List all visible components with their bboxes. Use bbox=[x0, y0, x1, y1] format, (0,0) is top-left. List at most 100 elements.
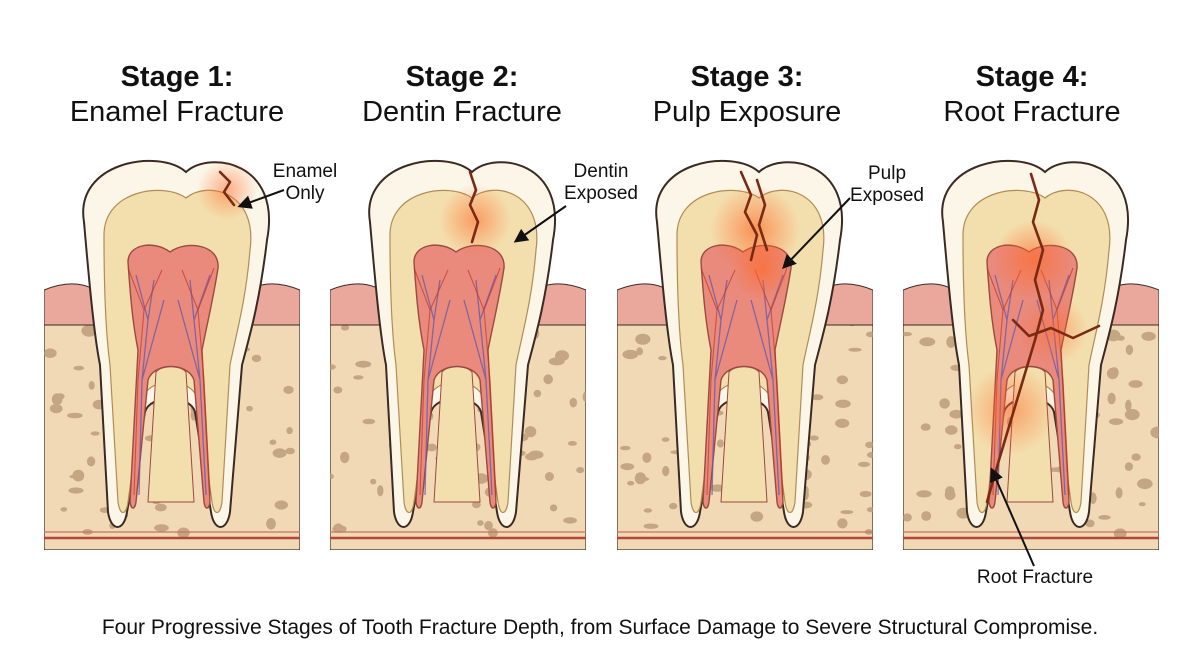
bone-pore bbox=[865, 441, 873, 448]
bone-pore bbox=[549, 504, 558, 512]
bone-pore bbox=[272, 448, 287, 458]
bone-pore bbox=[246, 405, 253, 412]
bone-pore bbox=[946, 336, 956, 348]
stage-4-arrow bbox=[990, 467, 1035, 567]
bone-pore bbox=[840, 510, 854, 515]
bone-pore bbox=[51, 393, 63, 406]
bone-pore bbox=[528, 450, 544, 459]
bone-pore bbox=[1113, 528, 1127, 539]
bone-pore bbox=[1137, 478, 1153, 490]
bone-pore bbox=[919, 337, 936, 347]
stage-4-name: Root Fracture bbox=[943, 96, 1121, 129]
bone-pore bbox=[1150, 426, 1159, 439]
bone-pore bbox=[484, 520, 493, 531]
bone-pore bbox=[835, 418, 850, 428]
bone-pore bbox=[68, 487, 84, 494]
bone-pore bbox=[811, 394, 824, 401]
stage-2-title: Stage 2: Dentin Fracture bbox=[317, 60, 607, 131]
bone-pore bbox=[377, 485, 384, 497]
stage-1-callout-line-2: Only bbox=[285, 182, 325, 204]
bone-pore bbox=[1141, 331, 1156, 341]
bone-pore bbox=[533, 389, 542, 398]
bone-pore bbox=[355, 360, 372, 368]
bone-pore bbox=[563, 517, 577, 524]
bone-pore bbox=[658, 356, 667, 361]
bone-pore bbox=[86, 456, 96, 467]
fracture-glow bbox=[732, 240, 792, 300]
bone-pore bbox=[487, 528, 498, 538]
bone-pore bbox=[67, 412, 83, 419]
bone-pore bbox=[1125, 344, 1134, 355]
bone-pore bbox=[286, 427, 293, 435]
bone-pore bbox=[858, 461, 870, 468]
pulp-nerves bbox=[135, 274, 211, 496]
pulp-nerves bbox=[708, 274, 784, 496]
fracture-glow bbox=[966, 365, 1056, 455]
bone-pore bbox=[837, 518, 848, 529]
stage-4-tooth-illustration bbox=[903, 159, 1159, 550]
bone-pore bbox=[627, 480, 635, 486]
bone-pore bbox=[949, 409, 964, 419]
stage-1-title: Stage 1: Enamel Fracture bbox=[32, 60, 322, 131]
vessel-left bbox=[413, 267, 449, 496]
pulp-nerves bbox=[421, 274, 497, 496]
stage-4-callout-line-1: Root Fracture bbox=[976, 567, 1094, 588]
bone-pore bbox=[750, 511, 764, 522]
bone-pore bbox=[567, 441, 577, 446]
bone-pore bbox=[370, 478, 377, 485]
bone-pore bbox=[548, 357, 565, 366]
pulp-separator bbox=[433, 366, 481, 503]
bone-pore bbox=[1128, 380, 1143, 388]
stage-1-number: Stage 1: bbox=[120, 61, 234, 93]
bone-pore bbox=[866, 507, 873, 513]
bone-pore bbox=[859, 490, 872, 498]
bone-pore bbox=[1049, 467, 1063, 473]
stage-1-callout: Enamel Only bbox=[264, 161, 346, 205]
pulp-vessels bbox=[413, 267, 501, 496]
stage-1-callout-line-1: Enamel bbox=[272, 161, 338, 182]
bone-pore bbox=[49, 404, 63, 414]
bone-pore bbox=[544, 472, 554, 481]
stage-3-arrow bbox=[782, 197, 851, 270]
bone-pore bbox=[1085, 519, 1095, 528]
bone-pore bbox=[1098, 515, 1111, 520]
bone-pore bbox=[333, 386, 343, 394]
bone-pore bbox=[283, 385, 294, 394]
stage-2-callout: Dentin Exposed bbox=[556, 161, 646, 205]
bone-pore bbox=[622, 349, 639, 360]
bone-pore bbox=[362, 418, 376, 425]
stage-2-tooth-illustration bbox=[330, 159, 586, 550]
figure-caption: Four Progressive Stages of Tooth Fractur… bbox=[101, 616, 1099, 639]
nerve-left bbox=[708, 274, 738, 496]
nerve-left bbox=[421, 274, 451, 496]
stage-1-tooth-illustration bbox=[44, 159, 300, 550]
pulp-separator bbox=[720, 366, 768, 503]
stage-2-arrow bbox=[513, 205, 567, 243]
nerve-right bbox=[177, 274, 211, 496]
bone-pore bbox=[340, 451, 350, 464]
pulp-separator bbox=[147, 366, 195, 503]
bone-pore bbox=[177, 527, 190, 539]
bone-pore bbox=[954, 444, 962, 450]
bone-pore bbox=[866, 451, 873, 458]
bone-pore bbox=[1115, 487, 1123, 499]
bone-pore bbox=[1124, 409, 1140, 421]
stage-4-callout: Root Fracture bbox=[960, 567, 1110, 589]
bone-pore bbox=[60, 507, 68, 512]
bone-pore bbox=[333, 523, 344, 533]
bone-pore bbox=[44, 348, 57, 358]
bone-pore bbox=[266, 518, 276, 530]
stage-2-callout-line-2: Exposed bbox=[564, 182, 638, 204]
stage-4-number: Stage 4: bbox=[975, 61, 1089, 93]
bone-pore bbox=[643, 508, 653, 513]
fracture-crack bbox=[218, 170, 236, 207]
bone-pore bbox=[154, 524, 169, 532]
nerve-left bbox=[135, 274, 165, 496]
fracture-crack bbox=[985, 172, 1101, 504]
bone-pore bbox=[1131, 453, 1141, 461]
bone-pore bbox=[90, 431, 100, 436]
bone-pore bbox=[945, 486, 955, 497]
bone-pore bbox=[73, 365, 85, 371]
bone-pore bbox=[274, 500, 288, 510]
bone-pore bbox=[83, 325, 91, 331]
